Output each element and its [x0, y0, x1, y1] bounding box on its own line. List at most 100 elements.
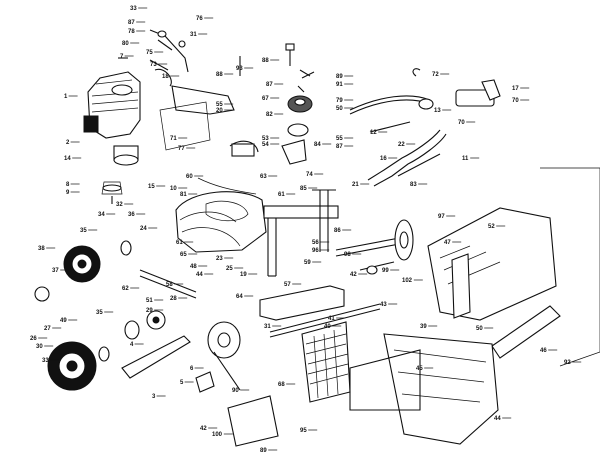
callout-23: 23 — [216, 256, 223, 262]
callout-90: 90 — [232, 388, 239, 394]
callout-70: 70 — [458, 120, 465, 126]
throttle-linkage — [118, 29, 241, 151]
mower-deck — [175, 177, 267, 253]
callout-74: 74 — [306, 172, 313, 178]
callout-81: 81 — [180, 192, 187, 198]
callout-53: 53 — [262, 136, 269, 142]
callout-56: 56 — [312, 240, 319, 246]
callout-78: 78 — [128, 29, 135, 35]
callout-24: 24 — [140, 226, 147, 232]
callout-49: 49 — [60, 318, 67, 324]
engine-assembly — [83, 71, 141, 204]
callout-77: 77 — [178, 146, 185, 152]
callout-61: 61 — [278, 192, 285, 198]
handle-upper — [349, 68, 501, 187]
cover-plate — [227, 395, 279, 447]
callout-89: 89 — [336, 74, 343, 80]
callout-54: 54 — [262, 142, 269, 148]
grass-catcher — [427, 167, 600, 367]
callout-28: 28 — [170, 296, 177, 302]
callout-70: 70 — [512, 98, 519, 104]
callout-20: 20 — [216, 108, 223, 114]
callout-100: 100 — [212, 432, 223, 438]
callout-82: 82 — [266, 112, 273, 118]
callout-96: 96 — [312, 248, 319, 254]
callout-102: 102 — [402, 278, 413, 284]
callout-71: 71 — [170, 136, 177, 142]
rear-guard — [301, 321, 499, 445]
callout-31: 31 — [264, 324, 271, 330]
callout-63: 63 — [260, 174, 267, 180]
callout-38: 38 — [38, 246, 45, 252]
callout-50: 50 — [476, 326, 483, 332]
callout-21: 21 — [352, 182, 359, 188]
callout-10: 10 — [170, 186, 177, 192]
callout-12: 12 — [370, 130, 377, 136]
callout-99: 99 — [382, 268, 389, 274]
callout-13: 13 — [434, 108, 441, 114]
callout-61: 61 — [176, 240, 183, 246]
callout-68: 68 — [278, 382, 285, 388]
callout-2: 2 — [66, 140, 70, 146]
callout-3: 3 — [152, 394, 156, 400]
callout-75: 75 — [146, 50, 153, 56]
callout-57: 57 — [284, 282, 291, 288]
callout-35: 35 — [96, 310, 103, 316]
callout-60: 60 — [186, 174, 193, 180]
callout-8: 8 — [66, 182, 70, 188]
pulley-assembly — [229, 43, 315, 165]
callout-58: 58 — [166, 282, 173, 288]
callout-14: 14 — [64, 156, 71, 162]
callout-43: 43 — [380, 302, 387, 308]
leader-lines — [38, 7, 582, 451]
callout-1: 1 — [64, 94, 68, 100]
rear-axle — [335, 219, 414, 275]
callout-47: 47 — [444, 240, 451, 246]
callout-31: 31 — [190, 32, 197, 38]
callout-36: 36 — [128, 212, 135, 218]
callout-91: 91 — [336, 82, 343, 88]
callout-76: 76 — [196, 16, 203, 22]
callout-11: 11 — [462, 156, 469, 162]
callout-27: 27 — [44, 326, 51, 332]
callout-98: 98 — [344, 252, 351, 258]
callout-16: 16 — [380, 156, 387, 162]
rear-frame — [259, 189, 381, 338]
front-wheel-upper — [34, 240, 132, 302]
callout-52: 52 — [488, 224, 495, 230]
callout-65: 65 — [180, 252, 187, 258]
callout-39: 39 — [420, 324, 427, 330]
callout-41: 41 — [328, 316, 335, 322]
callout-67: 67 — [262, 96, 269, 102]
callout-7: 7 — [120, 54, 124, 60]
callout-labels: 3376877880317731812148977889388878289917… — [30, 6, 571, 454]
callout-55: 55 — [216, 102, 223, 108]
callout-33: 33 — [42, 358, 49, 364]
rear-wheel-lower — [47, 320, 140, 391]
callout-34: 34 — [98, 212, 105, 218]
callout-35: 35 — [80, 228, 87, 234]
callout-6: 6 — [190, 366, 194, 372]
callout-5: 5 — [180, 380, 184, 386]
callout-30: 30 — [36, 344, 43, 350]
callout-79: 79 — [336, 98, 343, 104]
callout-59: 59 — [304, 260, 311, 266]
callout-29: 29 — [146, 308, 153, 314]
callout-37: 37 — [52, 268, 59, 274]
callout-87: 87 — [266, 82, 273, 88]
callout-92: 92 — [564, 360, 571, 366]
callout-18: 18 — [162, 74, 169, 80]
callout-26: 26 — [30, 336, 37, 342]
callout-42: 42 — [200, 426, 207, 432]
callout-88: 88 — [216, 72, 223, 78]
callout-87: 87 — [336, 144, 343, 150]
callout-88: 88 — [262, 58, 269, 64]
callout-32: 32 — [116, 202, 123, 208]
callout-50: 50 — [336, 106, 343, 112]
callout-48: 48 — [190, 264, 197, 270]
callout-22: 22 — [398, 142, 405, 148]
callout-87: 87 — [128, 20, 135, 26]
callout-25: 25 — [226, 266, 233, 272]
callout-9: 9 — [66, 190, 70, 196]
